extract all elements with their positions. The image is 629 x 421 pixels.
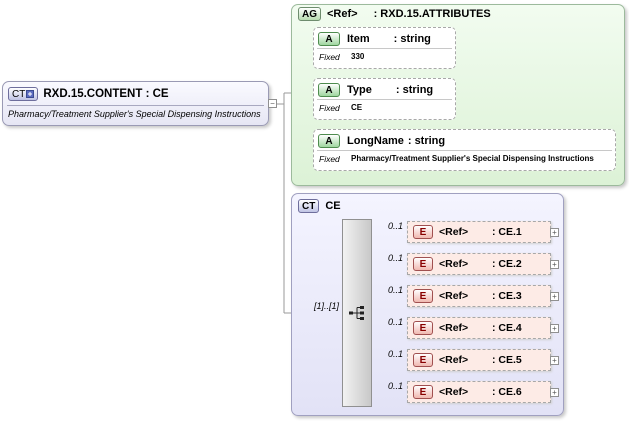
element-icon: E xyxy=(413,353,433,367)
attribute-icon: A xyxy=(318,83,340,97)
root-divider xyxy=(7,105,264,106)
element-ce-2[interactable]: E <Ref> : CE.2 xyxy=(407,253,551,275)
root-description: Pharmacy/Treatment Supplier's Special Di… xyxy=(8,109,261,119)
minus-box-icon[interactable]: − xyxy=(268,99,277,108)
element-name: : CE.2 xyxy=(492,258,522,270)
attribute-header: A LongName : string xyxy=(318,134,445,148)
attribute-name: Type xyxy=(347,84,372,96)
attribute-item[interactable]: A Type : string Fixed CE xyxy=(313,78,456,120)
plus-box-icon[interactable]: + xyxy=(550,356,559,365)
fixed-value: CE xyxy=(351,103,363,112)
attribute-name: LongName xyxy=(347,135,404,147)
attribute-header: A Item : string xyxy=(318,32,431,46)
sequence-occurrence: [1]..[1] xyxy=(314,301,340,311)
plus-box-icon[interactable]: + xyxy=(550,260,559,269)
element-name: : CE.5 xyxy=(492,354,522,366)
attribute-divider xyxy=(317,150,612,151)
attribute-divider xyxy=(317,99,452,100)
element-icon: E xyxy=(413,321,433,335)
element-ref: <Ref> xyxy=(439,354,469,366)
element-name: : CE.3 xyxy=(492,290,522,302)
attribute-item[interactable]: A Item : string Fixed 330 xyxy=(313,27,456,69)
element-ce-4[interactable]: E <Ref> : CE.4 xyxy=(407,317,551,339)
element-label: E <Ref> xyxy=(413,353,468,367)
root-title: RXD.15.CONTENT : CE xyxy=(43,88,169,100)
fixed-label: Fixed xyxy=(319,103,340,113)
attribute-icon: A xyxy=(318,32,340,46)
root-header: CT RXD.15.CONTENT : CE xyxy=(8,86,169,102)
plus-box-icon[interactable]: + xyxy=(550,292,559,301)
element-icon: E xyxy=(413,385,433,399)
element-name: : CE.6 xyxy=(492,386,522,398)
plus-box-icon[interactable]: + xyxy=(550,228,559,237)
element-ref: <Ref> xyxy=(439,226,469,238)
attribute-item[interactable]: A LongName : string Fixed Pharmacy/Treat… xyxy=(313,129,616,171)
fixed-label: Fixed xyxy=(319,52,340,62)
element-occurrence: 0..1 xyxy=(388,221,404,231)
sequence-compositor-icon xyxy=(349,306,364,320)
element-ref: <Ref> xyxy=(439,290,469,302)
element-ref: <Ref> xyxy=(439,322,469,334)
element-occurrence: 0..1 xyxy=(388,253,404,263)
element-occurrence: 0..1 xyxy=(388,317,404,327)
plus-box-icon[interactable]: + xyxy=(550,388,559,397)
plus-box-icon[interactable]: + xyxy=(550,324,559,333)
attribute-group-header: AG <Ref> : RXD.15.ATTRIBUTES xyxy=(298,7,491,21)
element-label: E <Ref> xyxy=(413,257,468,271)
attribute-type: : string xyxy=(393,33,431,45)
element-ce-5[interactable]: E <Ref> : CE.5 xyxy=(407,349,551,371)
attribute-header: A Type : string xyxy=(318,83,433,97)
fixed-value: 330 xyxy=(351,52,365,61)
element-label: E <Ref> xyxy=(413,289,468,303)
complex-type-icon: CT xyxy=(298,199,320,213)
element-name: : CE.4 xyxy=(492,322,522,334)
element-occurrence: 0..1 xyxy=(388,285,404,295)
element-occurrence: 0..1 xyxy=(388,349,404,359)
element-name: : CE.1 xyxy=(492,226,522,238)
element-ce-3[interactable]: E <Ref> : CE.3 xyxy=(407,285,551,307)
attribute-group-icon: AG xyxy=(298,7,321,21)
fixed-value: Pharmacy/Treatment Supplier's Special Di… xyxy=(351,154,594,163)
attribute-type: : string xyxy=(395,84,434,96)
element-label: E <Ref> xyxy=(413,321,468,335)
element-ce-6[interactable]: E <Ref> : CE.6 xyxy=(407,381,551,403)
root-complex-type-box[interactable]: CT RXD.15.CONTENT : CE Pharmacy/Treatmen… xyxy=(2,81,269,126)
element-label: E <Ref> xyxy=(413,385,468,399)
attribute-divider xyxy=(317,48,452,49)
attribute-group-ref: <Ref> xyxy=(327,8,358,20)
element-icon: E xyxy=(413,289,433,303)
attribute-name: Item xyxy=(347,33,370,45)
attribute-icon: A xyxy=(318,134,340,148)
element-label: E <Ref> xyxy=(413,225,468,239)
element-icon: E xyxy=(413,257,433,271)
sequence-compositor[interactable] xyxy=(342,219,372,407)
element-icon: E xyxy=(413,225,433,239)
element-ref: <Ref> xyxy=(439,258,469,270)
element-occurrence: 0..1 xyxy=(388,381,404,391)
element-ce-1[interactable]: E <Ref> : CE.1 xyxy=(407,221,551,243)
complex-type-icon: CT xyxy=(8,87,39,101)
attribute-group-name: : RXD.15.ATTRIBUTES xyxy=(373,8,491,20)
complex-type-badge-label: CT xyxy=(12,88,26,100)
element-ref: <Ref> xyxy=(439,386,469,398)
content-type-header: CT CE xyxy=(298,199,341,213)
attribute-type: : string xyxy=(407,135,446,147)
fixed-label: Fixed xyxy=(319,154,340,164)
content-type-name: CE xyxy=(325,200,341,212)
